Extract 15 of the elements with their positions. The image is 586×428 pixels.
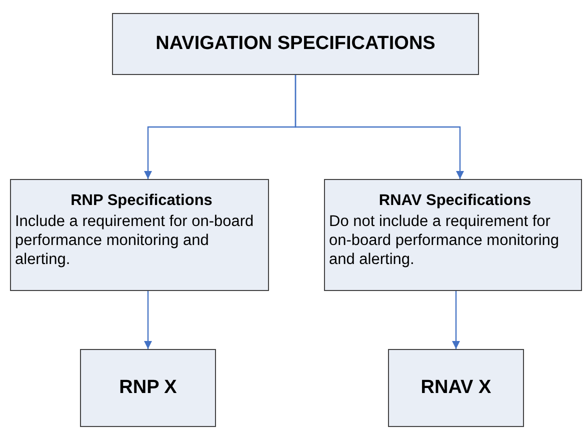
heading: NAVIGATION SPECIFICATIONS: [156, 33, 436, 55]
description: Include a requirement for on-board performance monitoring and alerting.: [15, 212, 255, 269]
arrow: [294, 75, 464, 179]
arrow: [144, 291, 152, 349]
process-box: [80, 349, 216, 427]
box-heading: RNP Specifications: [70, 192, 214, 210]
process-box: [388, 349, 524, 427]
description: Do not include a requirement for on-board performance monitoring and alerting.: [329, 212, 560, 269]
box-heading: RNAV Specifications: [378, 192, 532, 210]
title-box: [112, 13, 479, 75]
box-label: RNAV X: [420, 377, 492, 399]
arrow: [452, 291, 460, 349]
specification-box: [324, 179, 582, 291]
box-label: RNP X: [119, 377, 177, 399]
specification-box: [10, 179, 269, 291]
